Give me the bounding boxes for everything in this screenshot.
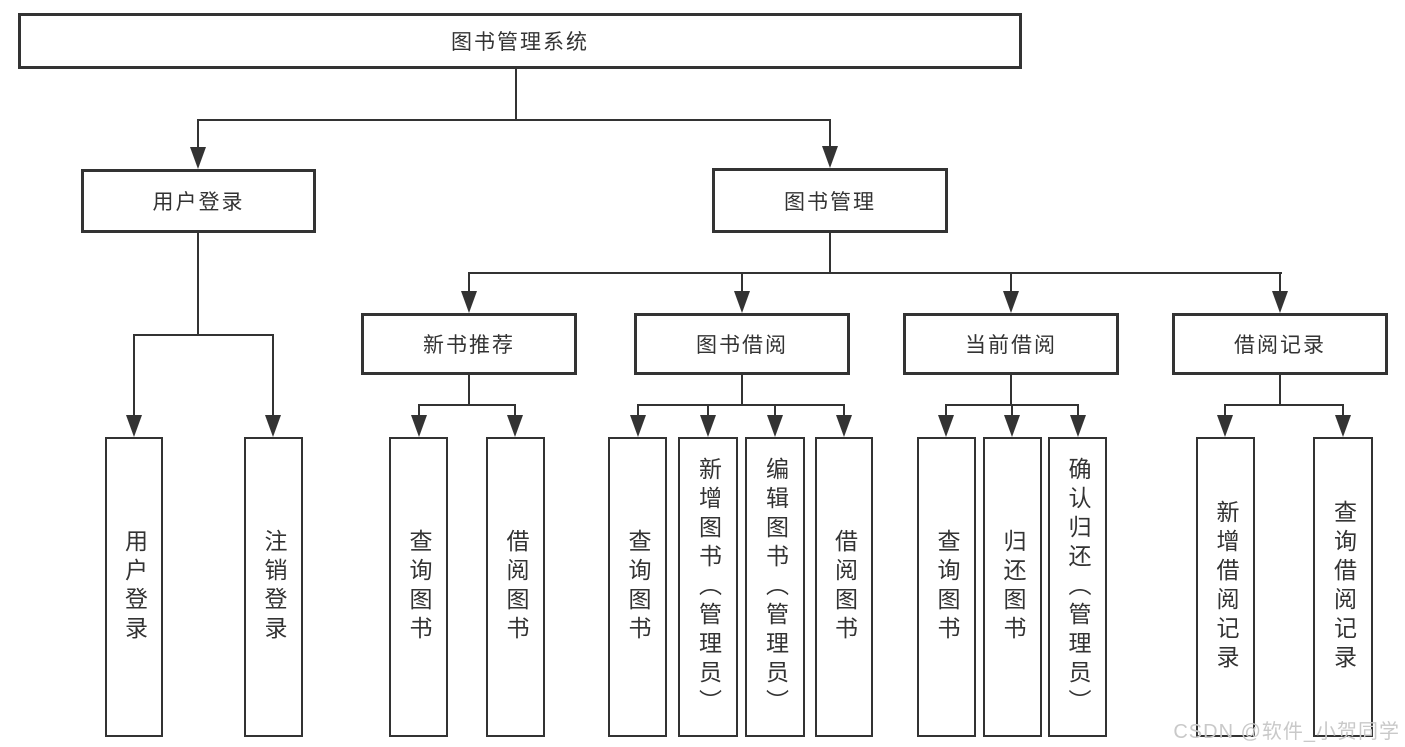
node-label: 新增借阅记录: [1213, 500, 1239, 674]
node-current-borrowing: 当前借阅: [903, 313, 1119, 375]
arrowhead-down-icon: [265, 415, 281, 437]
connector-line: [1010, 375, 1012, 405]
arrowhead-down-icon: [1070, 415, 1086, 437]
connector-line: [637, 404, 639, 418]
node-book-management: 图书管理: [712, 168, 948, 233]
connector-line: [637, 404, 845, 406]
node-label: 图书管理系统: [451, 31, 589, 54]
connector-line: [843, 404, 845, 418]
arrowhead-down-icon: [734, 291, 750, 313]
arrowhead-down-icon: [767, 415, 783, 437]
arrowhead-down-icon: [411, 415, 427, 437]
arrowhead-down-icon: [1272, 291, 1288, 313]
arrowhead-down-icon: [190, 147, 206, 169]
connector-line: [515, 68, 517, 120]
arrowhead-down-icon: [461, 291, 477, 313]
leaf-borrow-books: 借阅图书: [815, 437, 873, 737]
leaf-query-borrow-record: 查询借阅记录: [1313, 437, 1373, 737]
leaf-borrow-books-recommend: 借阅图书: [486, 437, 545, 737]
connector-line: [829, 119, 831, 151]
node-label: 当前借阅: [965, 334, 1057, 357]
leaf-add-books-admin: 新增图书（管理员）: [678, 437, 738, 737]
node-label: 归还图书: [1000, 529, 1026, 645]
connector-line: [468, 375, 470, 405]
arrowhead-down-icon: [1004, 415, 1020, 437]
arrowhead-down-icon: [630, 415, 646, 437]
node-new-book-recommend: 新书推荐: [361, 313, 577, 375]
connector-line: [468, 272, 470, 294]
node-label: 查询图书: [934, 529, 960, 645]
connector-line: [945, 404, 947, 418]
arrowhead-down-icon: [126, 415, 142, 437]
leaf-query-books-borrowing: 查询图书: [608, 437, 667, 737]
node-label: 用户登录: [152, 191, 245, 214]
node-label: 注销登录: [261, 529, 287, 645]
node-label: 借阅记录: [1234, 334, 1326, 357]
arrowhead-down-icon: [1003, 291, 1019, 313]
node-label: 用户登录: [121, 529, 148, 645]
node-label: 查询图书: [625, 529, 651, 645]
leaf-edit-books-admin: 编辑图书（管理员）: [745, 437, 805, 737]
connector-line: [1342, 404, 1344, 418]
node-label: 图书借阅: [696, 334, 788, 357]
connector-line: [418, 404, 516, 406]
node-label: 新书推荐: [423, 334, 515, 357]
connector-line: [829, 233, 831, 273]
connector-line: [197, 233, 199, 336]
leaf-logout: 注销登录: [244, 437, 303, 737]
node-book-borrowing: 图书借阅: [634, 313, 850, 375]
connector-line: [197, 119, 199, 151]
node-label: 借阅图书: [503, 529, 529, 645]
node-label: 编辑图书（管理员）: [762, 456, 789, 718]
leaf-add-borrow-record: 新增借阅记录: [1196, 437, 1255, 737]
connector-line: [468, 272, 1282, 274]
node-label: 确认归还（管理员）: [1065, 456, 1091, 718]
node-label: 新增图书（管理员）: [695, 456, 722, 718]
connector-line: [1224, 404, 1344, 406]
leaf-user-login: 用户登录: [105, 437, 163, 737]
arrowhead-down-icon: [1335, 415, 1351, 437]
node-label: 查询借阅记录: [1330, 500, 1357, 674]
csdn-watermark: CSDN @软件_小贺同学: [1173, 721, 1400, 743]
node-library-management-system: 图书管理系统: [18, 13, 1022, 69]
connector-line: [1224, 404, 1226, 418]
node-borrowing-records: 借阅记录: [1172, 313, 1388, 375]
arrowhead-down-icon: [507, 415, 523, 437]
connector-line: [774, 404, 776, 418]
connector-line: [707, 404, 709, 418]
connector-line: [1077, 404, 1079, 418]
node-label: 借阅图书: [831, 529, 858, 645]
connector-line: [1010, 272, 1012, 294]
connector-line: [197, 119, 831, 121]
connector-line: [272, 334, 274, 418]
leaf-query-books-recommend: 查询图书: [389, 437, 448, 737]
connector-line: [1279, 375, 1281, 405]
connector-line: [1279, 272, 1281, 294]
node-label: 查询图书: [406, 529, 432, 645]
connector-line: [418, 404, 420, 418]
node-user-login: 用户登录: [81, 169, 316, 233]
arrowhead-down-icon: [938, 415, 954, 437]
leaf-query-books-current: 查询图书: [917, 437, 976, 737]
connector-line: [133, 334, 274, 336]
node-label: 图书管理: [784, 190, 876, 214]
connector-line: [741, 375, 743, 405]
leaf-return-books: 归还图书: [983, 437, 1042, 737]
connector-line: [514, 404, 516, 418]
connector-line: [1011, 404, 1013, 418]
arrowhead-down-icon: [1217, 415, 1233, 437]
leaf-confirm-return-admin: 确认归还（管理员）: [1048, 437, 1107, 737]
arrowhead-down-icon: [700, 415, 716, 437]
connector-line: [133, 334, 135, 418]
arrowhead-down-icon: [822, 146, 838, 168]
arrowhead-down-icon: [836, 415, 852, 437]
connector-line: [741, 272, 743, 294]
